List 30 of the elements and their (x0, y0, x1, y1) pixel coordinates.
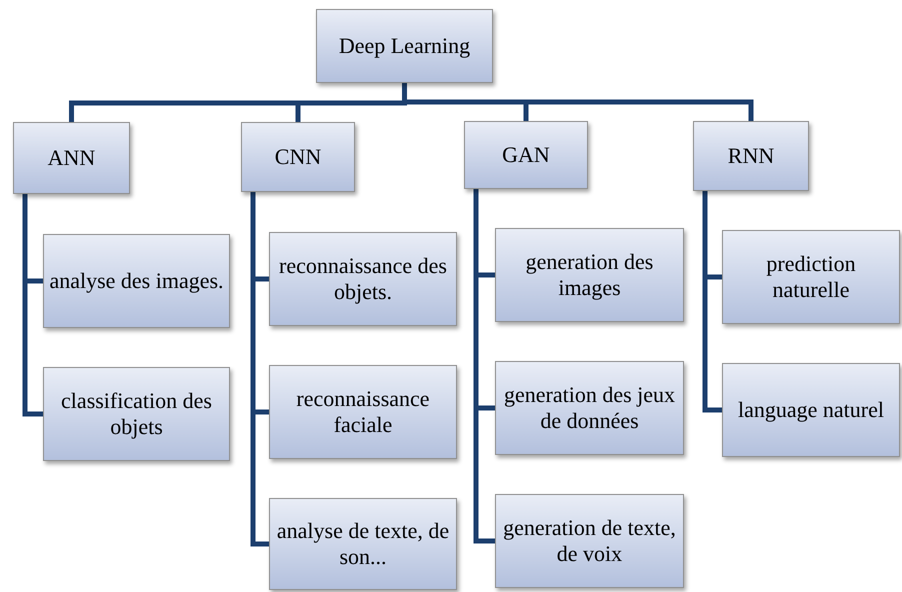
process-box (464, 121, 588, 189)
process-box (495, 228, 684, 322)
box-text: analyse des images. (49, 268, 224, 294)
process-box (722, 363, 900, 457)
box-text: RNN (728, 142, 774, 170)
box-text: CNN (274, 144, 322, 170)
box-text: generation de texte, de voix (502, 514, 677, 568)
box-text: GAN (502, 142, 550, 168)
box-text: generation des jeux de données (502, 382, 676, 434)
process-box (241, 122, 355, 192)
process-box (269, 498, 457, 590)
process-box (13, 122, 130, 194)
process-box (43, 367, 230, 461)
box-text: prediction naturelle (765, 250, 857, 304)
process-box (269, 365, 457, 459)
process-box (43, 234, 230, 328)
process-box (722, 230, 900, 324)
box-text: reconnaissance des objets. (278, 252, 448, 306)
process-box (495, 494, 684, 588)
box-text: generation des images (524, 248, 654, 302)
box-text: classification des objets (60, 388, 213, 440)
process-box (316, 9, 493, 83)
box-text: Deep Learning (338, 32, 470, 60)
box-text: analyse de texte, de son... (276, 518, 450, 570)
process-box (269, 232, 457, 326)
box-text: language naturel (738, 396, 884, 424)
box-text: reconnaissance faciale (295, 386, 431, 438)
box-text: ANN (48, 144, 96, 172)
process-box (495, 361, 684, 455)
process-box (693, 121, 809, 191)
